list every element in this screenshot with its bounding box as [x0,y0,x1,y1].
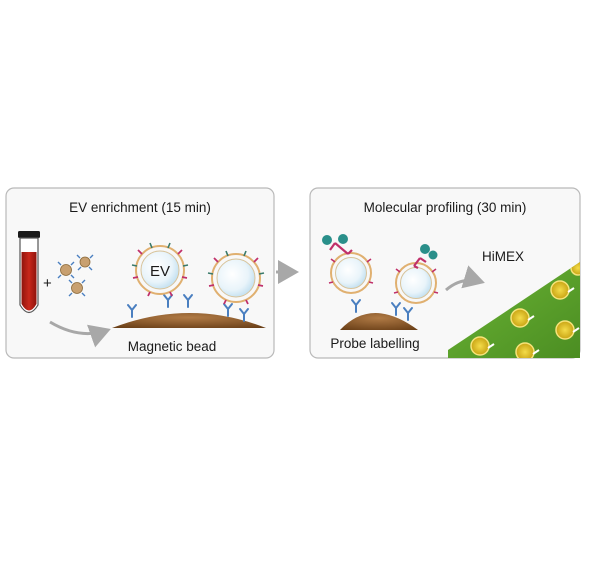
probe-icon [322,234,353,255]
magnetic-bead-icon [340,313,418,330]
ev-label: EV [150,263,170,280]
chip-label: HiMEX [482,249,524,264]
extracellular-vesicle-icon [328,252,374,294]
bead-label: Magnetic bead [128,339,217,354]
panel-title: Molecular profiling (30 min) [364,200,527,215]
arrow-icon [49,320,111,348]
antibody-bead-particles-icon [57,254,94,297]
blood-tube-icon [18,231,40,314]
extracellular-vesicle-icon [207,250,265,305]
extracellular-vesicle-icon [393,262,439,304]
panel-molecular-profiling: Molecular profiling (30 min) HiMEX [309,187,581,359]
probe-icon [413,244,438,269]
probe-label: Probe labelling [330,336,419,351]
panel-title: EV enrichment (15 min) [69,200,211,215]
plus-sign: + [43,275,52,292]
arrow-icon [445,265,485,292]
sensor-chip-icon [448,262,580,358]
extracellular-vesicle-icon: EV [131,242,189,297]
panel-ev-enrichment: EV enrichment (15 min) + [5,187,275,359]
